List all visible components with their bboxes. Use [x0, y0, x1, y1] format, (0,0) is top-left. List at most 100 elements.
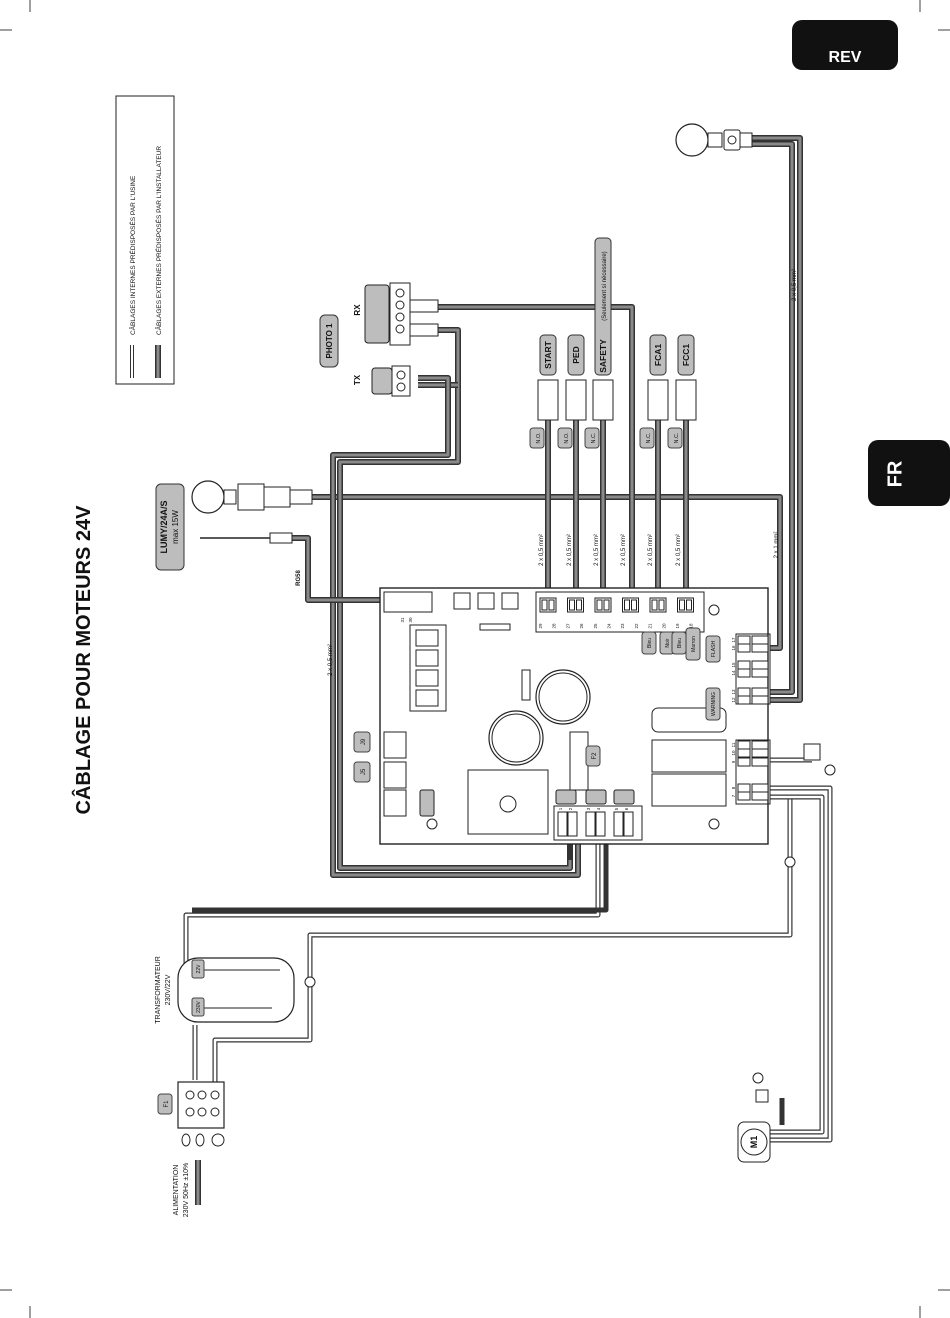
- terminal-number: 19: [675, 623, 680, 629]
- flasher-power: max 15W: [171, 510, 180, 544]
- terminal-number: 28: [552, 623, 557, 629]
- transformer-spec: 230V/22V: [165, 974, 172, 1005]
- legend-external: CÂBLAGES EXTERNES PRÉDISPOSÉS PAR L'INST…: [154, 146, 163, 335]
- svg-text:J5: J5: [361, 768, 367, 775]
- ground-icons: [304, 743, 836, 1084]
- fr-tab: FR: [868, 440, 950, 506]
- terminal-block: [594, 597, 612, 613]
- cable-labels: 2 x 0,5 mm² 2 x 0,5 mm² 2 x 0,5 mm² 2 x …: [328, 269, 798, 676]
- svg-text:Marron: Marron: [691, 636, 697, 652]
- terminal-block: 9: [731, 757, 769, 767]
- svg-text:2 x 0,5 mm²: 2 x 0,5 mm²: [676, 534, 682, 566]
- svg-text:N.O.: N.O.: [536, 432, 542, 444]
- inputs: START N.O. PED N.O. SAFETY (Seulement si…: [529, 237, 697, 449]
- rev-tab: REV: [792, 20, 898, 70]
- antenna-label: RG58: [296, 570, 302, 586]
- page-title: CÂBLAGE POUR MOTEURS 24V: [71, 505, 95, 815]
- terminal-block: 4: [595, 807, 606, 837]
- svg-text:N.C.: N.C.: [674, 432, 680, 443]
- terminal-number: 24: [607, 623, 612, 629]
- bottom-terminals: 1 2 3 4 5 6: [553, 805, 643, 841]
- svg-text:N.C.: N.C.: [591, 432, 597, 443]
- ground-icon: [784, 856, 796, 868]
- legend-internal: CÂBLAGES INTERNES PRÉDISPOSÉS PAR L'USIN…: [128, 175, 137, 335]
- input-fca1: FCA1 N.C.: [639, 334, 669, 449]
- transformer-secondary: 22V: [196, 964, 202, 974]
- terminal-number: 4: [596, 807, 601, 810]
- side-tag: WARNING: [705, 687, 721, 721]
- ground-icon: [752, 1072, 764, 1084]
- terminal-number: 31: [400, 617, 405, 623]
- terminal-block: 2: [567, 807, 578, 837]
- photocells: PHOTO 1 RX TX: [319, 282, 439, 397]
- terminal-block: 16: [731, 643, 769, 653]
- terminal-number: 10: [731, 750, 736, 756]
- motor-label: M1: [749, 1136, 759, 1149]
- photo-rx: RX: [353, 304, 362, 316]
- terminal-number: 2: [568, 807, 573, 810]
- svg-text:(Seulement si nécessaire): (Seulement si nécessaire): [602, 251, 608, 320]
- terminal-block: 3: [585, 807, 596, 837]
- transformer-primary: 230V: [196, 1001, 202, 1013]
- terminal-number: 1: [558, 807, 563, 810]
- ground-terminal: [803, 743, 821, 761]
- terminal-number: 29: [538, 623, 543, 629]
- input-fcc1: FCC1 N.C.: [667, 334, 697, 449]
- terminal-number: 14: [731, 670, 736, 676]
- svg-text:FCA1: FCA1: [653, 344, 663, 366]
- terminal-number: 23: [620, 623, 625, 629]
- svg-text:2 x 0,5 mm²: 2 x 0,5 mm²: [621, 534, 627, 566]
- terminal-number: 5: [614, 807, 619, 810]
- terminal-number: 17: [731, 637, 736, 643]
- side-tag: Marron: [685, 627, 701, 661]
- terminal-number: 27: [565, 623, 570, 629]
- terminal-number: 20: [661, 623, 666, 629]
- transformer-label: TRANSFORMATEUR: [155, 956, 162, 1024]
- terminal-block: [649, 597, 667, 613]
- terminal-number: 18: [689, 623, 694, 629]
- svg-text:START: START: [543, 340, 553, 369]
- terminal-number: 11: [731, 742, 736, 747]
- svg-text:WARNING: WARNING: [711, 692, 717, 716]
- terminal-number: 9: [731, 760, 736, 763]
- terminal-number: 30: [408, 617, 413, 623]
- terminal-number: 7: [731, 794, 736, 797]
- svg-text:2 x 0,5 mm²: 2 x 0,5 mm²: [539, 534, 545, 566]
- terminal-number: 12: [731, 697, 736, 703]
- terminal-number: 15: [731, 662, 736, 668]
- svg-text:PED: PED: [571, 346, 581, 363]
- terminal-number: 8: [731, 786, 736, 789]
- flash-cable-label: 2 x 1 mm²: [774, 532, 780, 559]
- transformer: 22V 230V TRANSFORMATEUR 230V/22V: [155, 956, 295, 1024]
- terminal-number: 3: [586, 807, 591, 810]
- flasher-model: LUMY/24A/S: [159, 500, 169, 553]
- warning-lamp: [675, 123, 753, 157]
- side-tag: Bleu: [641, 631, 657, 655]
- terminal-block: 10: [731, 748, 769, 758]
- svg-text:2 x 0,5 mm²: 2 x 0,5 mm²: [594, 534, 600, 566]
- side-tag: Bleu: [671, 631, 687, 655]
- terminal-block: 14: [731, 668, 769, 678]
- lang-label: FR: [884, 460, 906, 487]
- terminal-block: [677, 597, 694, 613]
- svg-text:N.O.: N.O.: [564, 432, 570, 444]
- svg-text:2 x 0,5 mm²: 2 x 0,5 mm²: [648, 534, 654, 566]
- power-label: ALIMENTATION: [173, 1165, 180, 1216]
- terminal-number: 6: [624, 807, 629, 810]
- svg-text:FCC1: FCC1: [681, 344, 691, 366]
- motor: M1: [737, 1089, 771, 1163]
- terminal-block: 1: [557, 807, 568, 837]
- svg-text:FLASH: FLASH: [711, 641, 717, 658]
- fuse-f1: F1: [164, 1100, 170, 1108]
- svg-text:SAFETY: SAFETY: [598, 339, 608, 373]
- lamp-cable-label: 2 x 0,5 mm²: [792, 269, 798, 301]
- svg-text:Noir: Noir: [665, 638, 671, 648]
- fuse-f2: F2: [592, 752, 598, 760]
- power-spec: 230V 50Hz ±10%: [183, 1163, 190, 1217]
- terminal-number: 22: [634, 623, 639, 629]
